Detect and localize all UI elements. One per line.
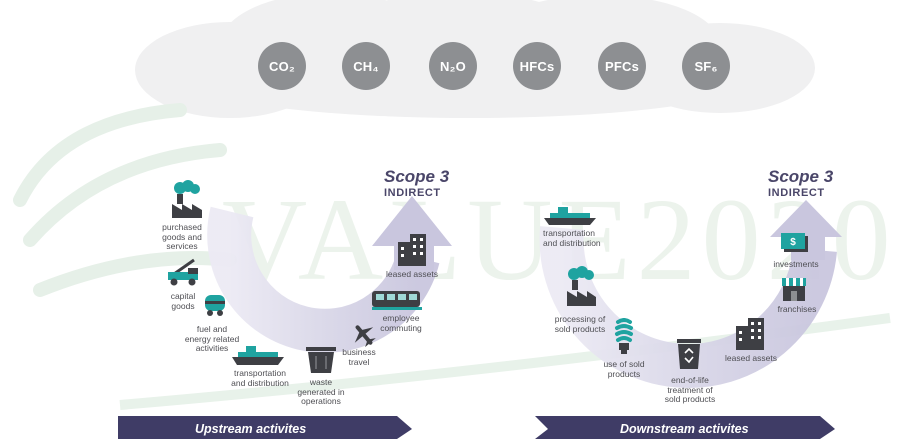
upstream-scope-subtitle: INDIRECT [384,187,441,199]
downstream-arrowhead [770,200,842,237]
ch4-gas-badge: CH₄ [342,42,390,90]
storefront-icon [782,278,806,301]
downstream-factory-icon [567,266,596,306]
upstream-leased-assets-label: leased assets [386,269,438,279]
investments-label: investments [773,259,819,269]
light-bulb-icon [615,318,633,354]
franchises-label: franchises [777,304,817,314]
dumpster-icon [306,347,336,373]
ship-icon [232,346,284,365]
upstream-banner-shape [118,416,412,439]
crane-truck-icon [168,258,198,286]
pfcs-gas-badge: PFCs [598,42,646,90]
building-icon [398,234,426,266]
upstream-banner-label: Upstream activites [195,422,307,436]
downstream-scope-subtitle: INDIRECT [768,187,825,199]
business-travel-label: business travel [342,347,376,367]
fuel-energy-label: fuel and energy related activities [184,324,240,353]
downstream-ship-icon [544,207,596,225]
processing-label: processing of sold products [554,314,606,334]
factory-icon [172,180,202,218]
purchased-goods-label: purchased goods and services [162,222,202,251]
waste-label: waste generated in operations [297,377,345,406]
svg-text:$: $ [790,237,796,248]
train-icon [372,291,422,310]
fuel-tank-icon [205,295,225,316]
end-of-life-label: end-of-life treatment of sold products [664,375,716,404]
downstream-scope-title: Scope 3 [768,167,834,186]
upstream-transportation-label: transportation and distribution [231,368,289,388]
downstream-arc [539,226,837,388]
co2-gas-badge: CO₂ [258,42,306,90]
upstream-scope-title: Scope 3 [384,167,450,186]
airplane-icon [354,325,376,348]
recycle-bin-icon [677,339,701,369]
downstream-banner-label: Downstream activites [620,422,749,436]
capital-goods-label: capital goods [170,291,196,311]
money-icon: $ [781,233,808,252]
downstream-banner-shape [535,416,835,439]
employee-commuting-label: employee commuting [380,313,422,333]
upstream-arrowhead [372,196,452,246]
downstream-building-icon [736,318,764,350]
use-of-sold-products-label: use of sold products [603,359,645,379]
downstream-transportation-label: transportation and distribution [543,228,601,248]
downstream-leased-assets-label: leased assets [725,353,777,363]
hfcs-gas-badge: HFCs [513,42,561,90]
sf6-gas-badge: SF₆ [682,42,730,90]
n2o-gas-badge: N₂O [429,42,477,90]
